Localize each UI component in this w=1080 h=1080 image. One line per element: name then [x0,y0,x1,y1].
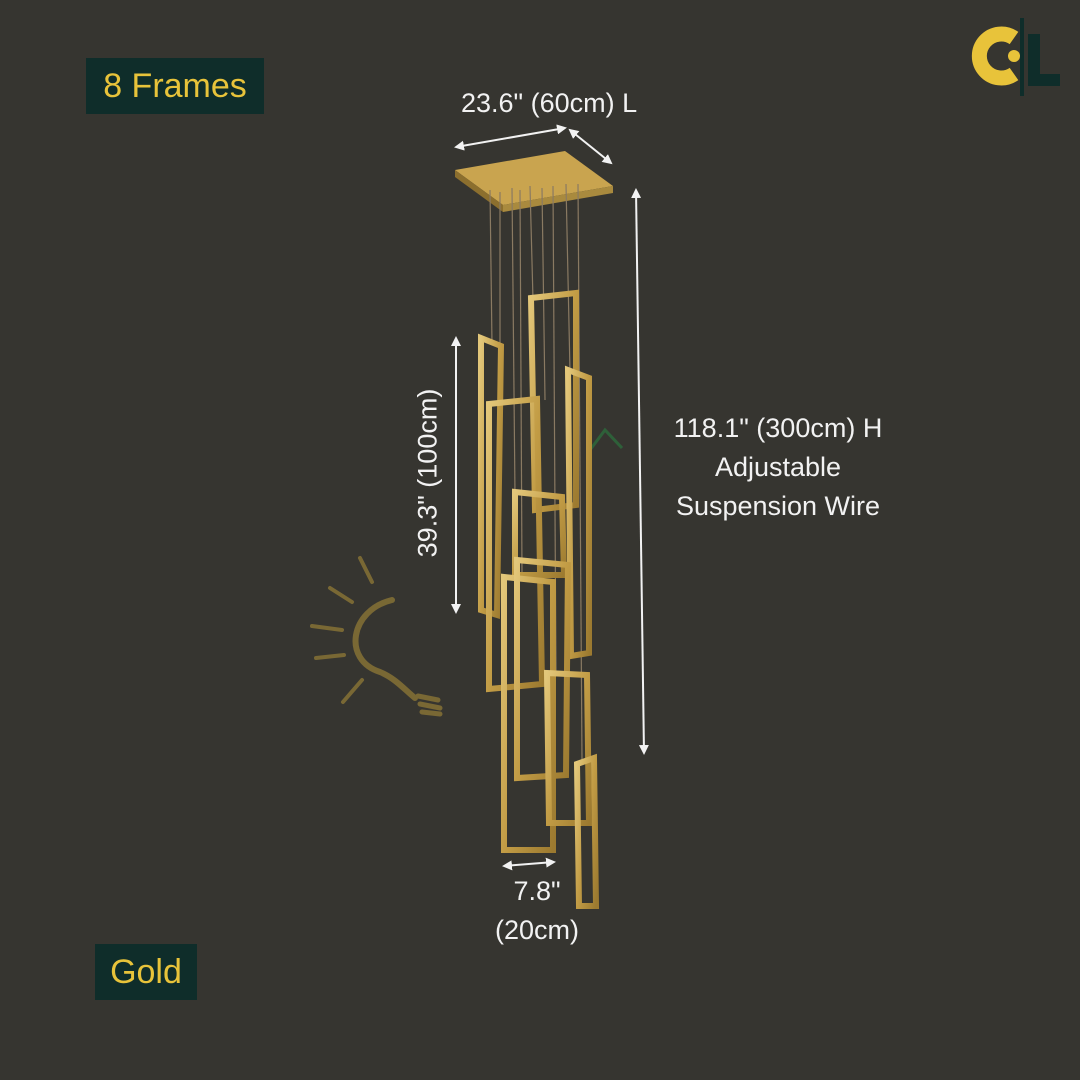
dimension-arrows [451,124,649,871]
finish-color-badge: Gold [95,944,197,1000]
gold-frame [486,395,546,693]
depth-arrow [568,128,613,165]
suspension-wires [489,183,583,761]
height-note-line1: Adjustable [714,452,842,483]
frame-count-badge: 8 Frames [86,58,264,114]
gold-frame [543,669,593,826]
ceiling-canopy [455,151,613,212]
gold-frame [564,365,592,660]
finish-color-label: Gold [110,953,182,991]
frame-count-label: 8 Frames [103,67,247,105]
gold-frame [573,753,600,909]
overall-height-arrow [631,188,649,755]
gold-frame [514,556,572,782]
frame-height-value: 39.3" (100cm) [412,388,443,558]
height-value: 118.1" (300cm) H [673,413,883,443]
frame-width-dimension-label: 7.8" (20cm) [470,872,604,950]
frame-width-arrow [502,857,556,871]
gold-frame [501,573,556,853]
frame-width-cm: (20cm) [494,915,579,946]
length-arrow [454,124,567,151]
length-dimension-label: 23.6" (60cm) L [461,88,638,118]
gold-frames [478,289,600,909]
height-note-line2: Suspension Wire [675,491,881,522]
light-bulb-watermark-icon [310,427,624,717]
gold-frame [512,488,568,578]
frame-width-inches: 7.8" [513,876,561,906]
gold-frame [527,289,579,514]
height-dimension-label: 118.1" (300cm) H Adjustable Suspension W… [640,409,916,526]
gold-frame [478,333,505,620]
brand-logo-icon [971,18,1060,96]
